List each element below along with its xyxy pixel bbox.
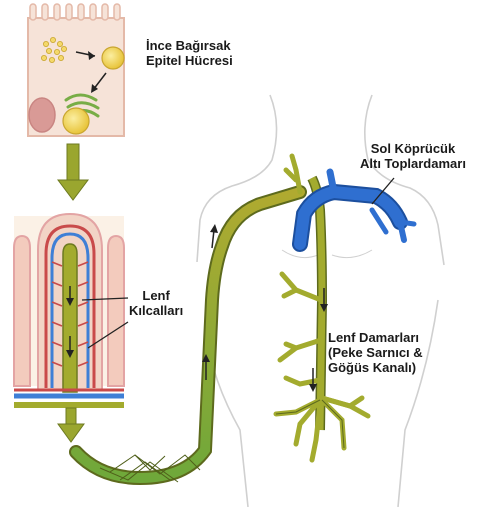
label-subclavian-vein-line2: Altı Toplardamarı [360, 156, 466, 171]
label-lymph-vessels-line3: Göğüs Kanalı) [328, 360, 423, 375]
label-subclavian-vein-line1: Sol Köprücük [360, 141, 466, 156]
label-epithelial-cell-line1: İnce Bağırsak [146, 38, 233, 53]
label-lymph-capillaries: Lenf Kılcalları [129, 288, 183, 318]
label-lymph-capillaries-line2: Kılcalları [129, 303, 183, 318]
label-epithelial-cell: İnce Bağırsak Epitel Hücresi [146, 38, 233, 68]
label-epithelial-cell-line2: Epitel Hücresi [146, 53, 233, 68]
label-lymph-vessels-line2: (Peke Sarnıcı & [328, 345, 423, 360]
intestinal-villus [14, 214, 124, 405]
intestinal-epithelial-cell [28, 4, 124, 136]
label-lymph-vessels: Lenf Damarları (Peke Sarnıcı & Göğüs Kan… [328, 330, 423, 375]
chylomicron [63, 108, 89, 134]
fat-droplet [102, 47, 124, 69]
label-subclavian-vein: Sol Köprücük Altı Toplardamarı [360, 141, 466, 171]
label-lymph-capillaries-line1: Lenf [129, 288, 183, 303]
label-lymph-vessels-line1: Lenf Damarları [328, 330, 423, 345]
lacteal [63, 244, 77, 392]
down-arrow-villus-out [58, 408, 84, 442]
down-arrow-cell-to-villus [58, 144, 88, 200]
nucleus [29, 98, 55, 132]
